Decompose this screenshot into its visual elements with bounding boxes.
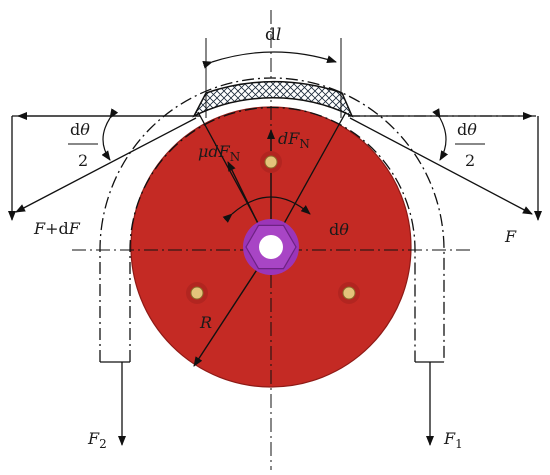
dl-label: dl bbox=[265, 25, 281, 45]
dl-dimension-arc bbox=[202, 51, 337, 69]
bolt-top bbox=[260, 151, 282, 173]
hub-nut bbox=[243, 219, 299, 275]
f1-label: F1 bbox=[443, 429, 463, 451]
svg-text:2: 2 bbox=[465, 151, 475, 170]
dtheta-half-left-label: dθ 2 bbox=[68, 120, 98, 170]
dtheta-center-arc bbox=[222, 196, 311, 223]
belt-path-dashdot bbox=[129, 106, 416, 362]
belt-outer-dashdot bbox=[99, 77, 445, 362]
f-plus-df-label: F+dF bbox=[33, 219, 81, 238]
f2-label: F2 bbox=[87, 429, 107, 451]
dtheta-center-label: dθ bbox=[329, 220, 349, 239]
svg-text:dθ: dθ bbox=[70, 120, 90, 139]
dtheta-half-left-arc bbox=[101, 108, 119, 161]
svg-text:dθ: dθ bbox=[457, 120, 477, 139]
svg-text:2: 2 bbox=[78, 151, 88, 170]
dfn-label: dFN bbox=[278, 129, 310, 151]
f-label: F bbox=[504, 227, 517, 246]
bolt-left bbox=[186, 282, 208, 304]
dtheta-half-right-arc bbox=[432, 108, 449, 161]
f-arrow bbox=[349, 117, 533, 215]
r-label: R bbox=[199, 313, 212, 332]
bolt-right bbox=[338, 282, 360, 304]
radius-arrow bbox=[193, 261, 263, 367]
mudfn-label: μdFN bbox=[198, 142, 240, 164]
dtheta-half-right-label: dθ 2 bbox=[455, 120, 485, 170]
f-plus-df-arrow bbox=[15, 117, 197, 213]
